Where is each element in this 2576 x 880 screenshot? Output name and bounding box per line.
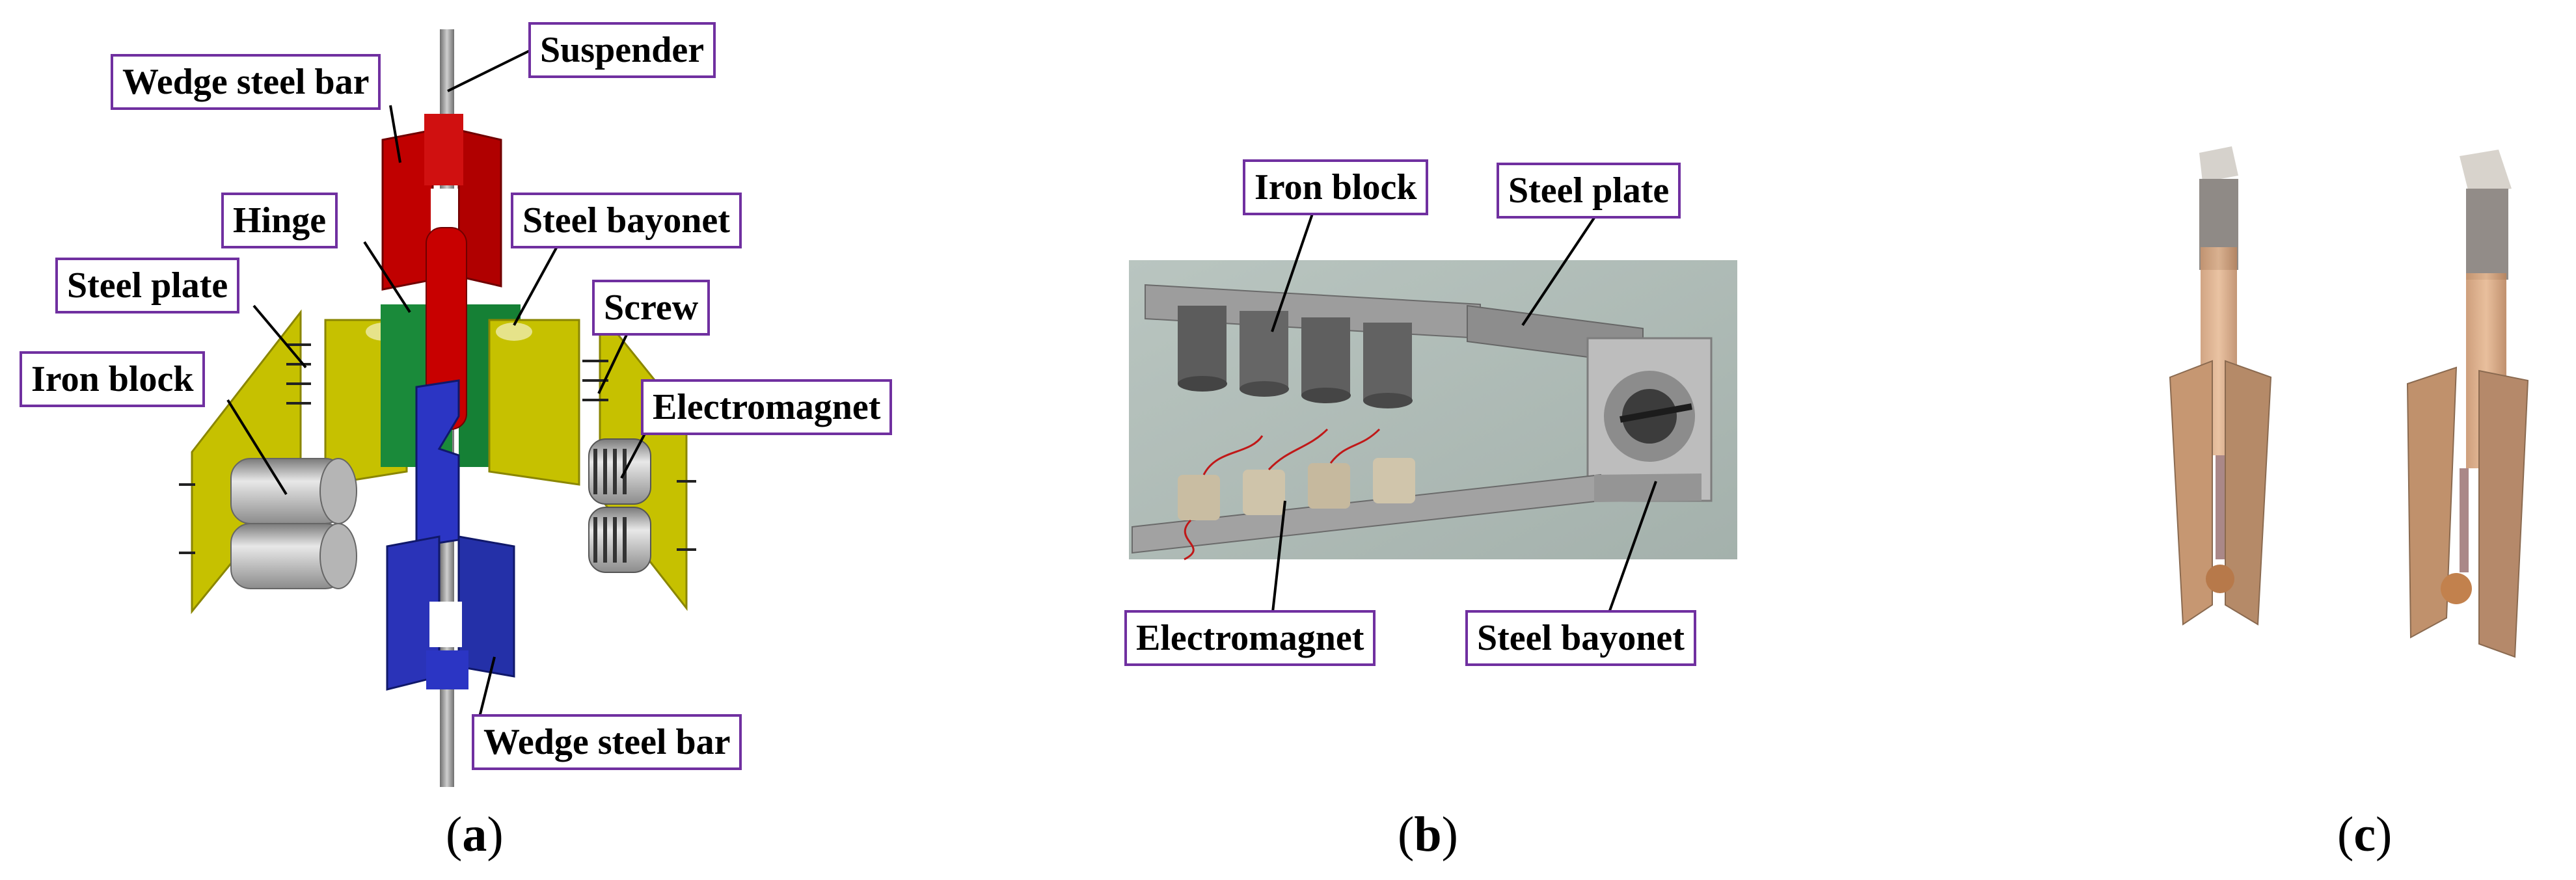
- photo-iron-blocks: [1178, 306, 1413, 408]
- label-a-screw: Screw: [592, 280, 711, 336]
- blue-wedge-base: [426, 650, 468, 689]
- caption-c: (c): [2337, 807, 2393, 862]
- label-a-suspender: Suspender: [528, 22, 716, 78]
- label-a-steel-plate: Steel plate: [55, 258, 240, 313]
- panel-c-photo: [2169, 146, 2529, 658]
- blue-wedge-upper: [415, 379, 460, 548]
- label-b-steel-plate: Steel plate: [1497, 163, 1681, 219]
- label-a-hinge: Hinge: [221, 193, 338, 248]
- screws-left: [179, 343, 311, 554]
- panel-a-model: [179, 29, 696, 787]
- label-a-iron-block: Iron block: [20, 351, 206, 407]
- label-a-steel-bayonet: Steel bayonet: [511, 193, 742, 248]
- caption-b: (b): [1398, 807, 1458, 862]
- wedge-bar-left: [2169, 146, 2272, 626]
- label-a-wedge-steel-bar-top: Wedge steel bar: [111, 54, 381, 110]
- panel-a-leaders: [226, 47, 652, 723]
- photo-electromagnets: [1178, 428, 1415, 561]
- label-b-iron-block: Iron block: [1243, 159, 1429, 215]
- panel-b-leaders: [1271, 207, 1657, 619]
- label-a-wedge-steel-bar-bottom: Wedge steel bar: [472, 714, 742, 770]
- right-electromagnets: [588, 438, 651, 573]
- caption-a: (a): [446, 807, 504, 862]
- label-a-electromagnet: Electromagnet: [641, 379, 893, 435]
- left-iron-blocks: [230, 458, 357, 589]
- right-bayonet-block: [488, 319, 580, 486]
- red-wedge-core: [424, 114, 463, 185]
- label-b-steel-bayonet: Steel bayonet: [1465, 610, 1696, 666]
- red-wedge-wing-right: [457, 129, 502, 287]
- label-b-electromagnet: Electromagnet: [1124, 610, 1376, 666]
- wedge-bar-right: [2406, 150, 2529, 658]
- panel-b-photo: [1129, 207, 1737, 619]
